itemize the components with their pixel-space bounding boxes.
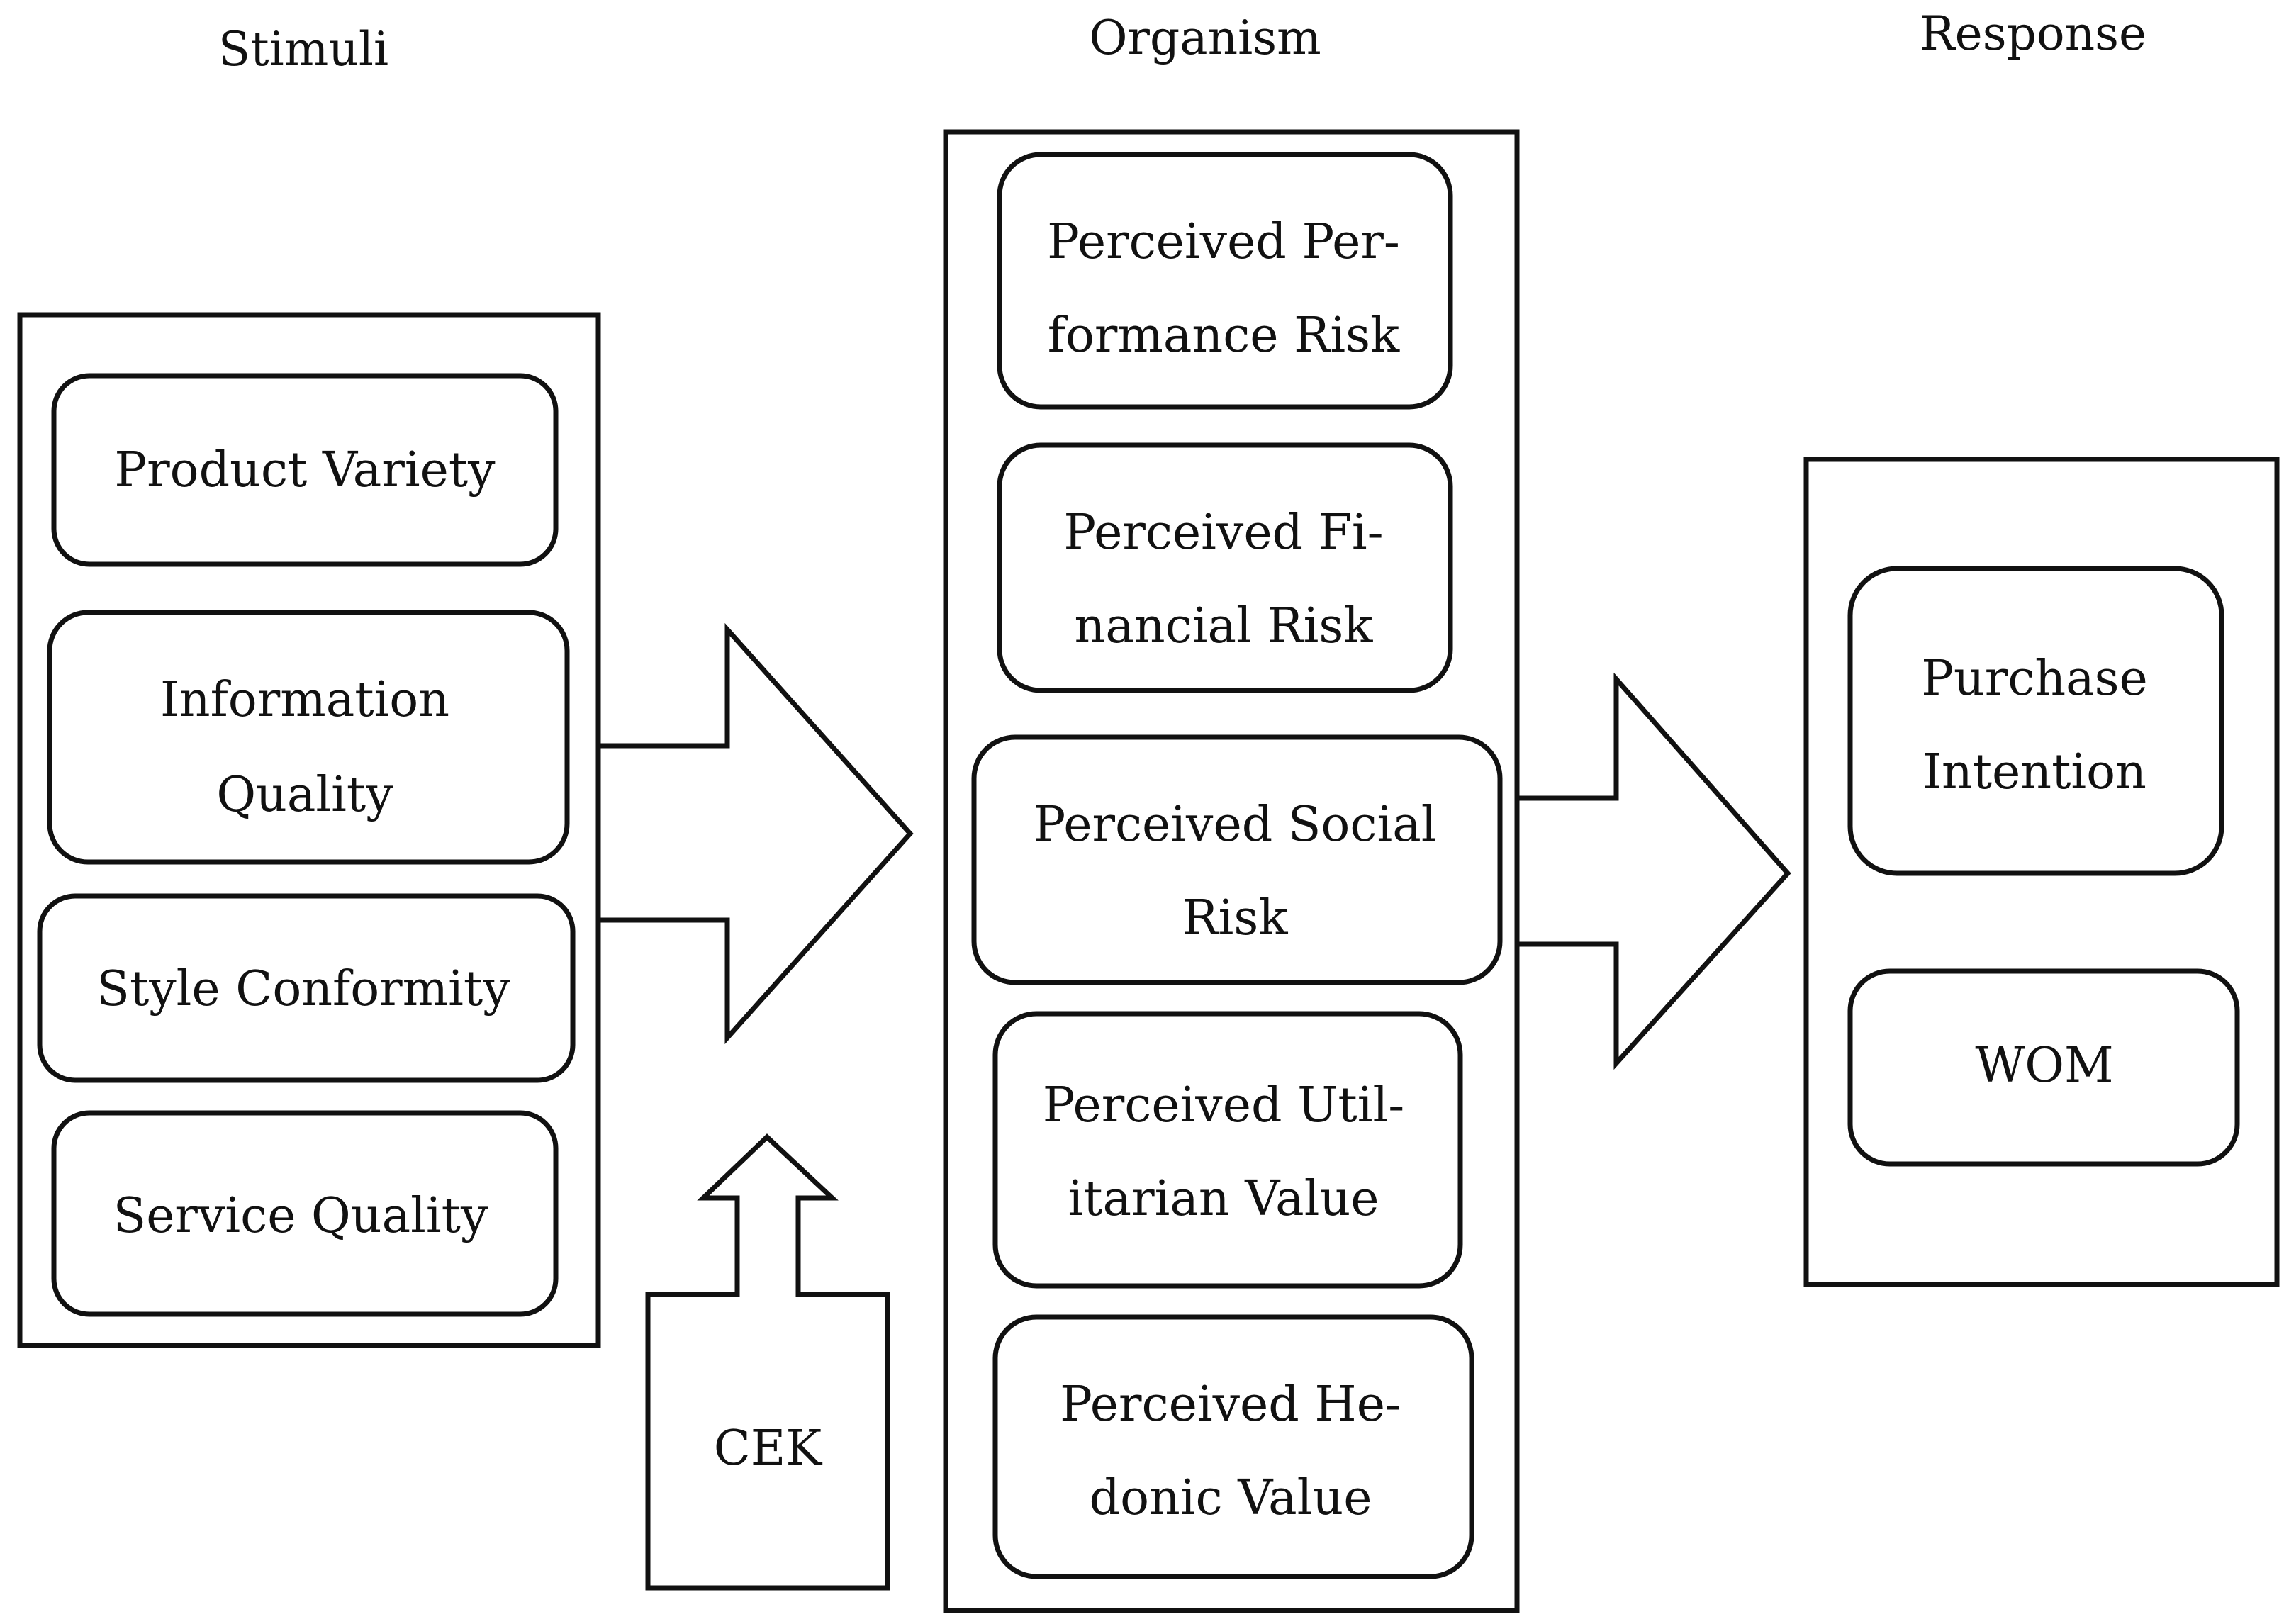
organism-box: [971, 734, 1503, 985]
organism-label: nancial Risk: [1075, 598, 1374, 654]
stimulus-label: Service Quality: [113, 1188, 488, 1244]
organism-label: Perceived Per-: [1047, 214, 1400, 270]
stimulus-product-variety: Product Variety: [51, 373, 559, 567]
response-label: Intention: [1922, 744, 2146, 800]
moderator-label: CEK: [714, 1421, 823, 1477]
stimulus-label: Product Variety: [114, 442, 496, 498]
organism-utilitarian-value: Perceived Util- itarian Value: [992, 1011, 1463, 1289]
response-purchase-intention: Purchase Intention: [1847, 566, 2224, 876]
stimulus-information-quality: Information Quality: [47, 610, 570, 865]
organism-performance-risk: Perceived Per- formance Risk: [997, 152, 1453, 410]
moderator-cek: CEK: [714, 1421, 823, 1477]
organism-social-risk: Perceived Social Risk: [971, 734, 1503, 985]
response-label: Purchase: [1921, 651, 2148, 707]
heading-organism: Organism: [1089, 11, 1321, 65]
organism-label: Perceived He-: [1060, 1377, 1401, 1433]
stimulus-label: Quality: [216, 767, 393, 823]
response-box: [1847, 968, 2240, 1167]
heading-response: Response: [1920, 6, 2146, 61]
organism-label: Risk: [1182, 890, 1288, 946]
stimulus-box: [51, 1110, 559, 1317]
moderator-cek-arrow: [645, 1133, 890, 1591]
response-wom: WOM: [1847, 968, 2240, 1167]
stimulus-label: Style Conformity: [96, 961, 510, 1017]
organism-label: itarian Value: [1068, 1171, 1379, 1227]
organism-box: [997, 152, 1453, 410]
stimulus-box: [37, 893, 576, 1083]
stimulus-box: [47, 610, 570, 865]
organism-box: [992, 1314, 1474, 1579]
stimulus-label: Information: [160, 672, 449, 728]
organism-box: [997, 442, 1453, 693]
response-box: [1847, 566, 2224, 876]
organism-label: Perceived Util-: [1043, 1077, 1404, 1133]
stimulus-service-quality: Service Quality: [51, 1110, 559, 1317]
organism-financial-risk: Perceived Fi- nancial Risk: [997, 442, 1453, 693]
heading-stimuli: Stimuli: [218, 22, 388, 77]
organism-to-response-arrow: [1513, 672, 1791, 1070]
organism-hedonic-value: Perceived He- donic Value: [992, 1314, 1474, 1579]
organism-box: [992, 1011, 1463, 1289]
organism-label: donic Value: [1090, 1470, 1372, 1526]
stimulus-style-conformity: Style Conformity: [37, 893, 576, 1083]
response-label: WOM: [1975, 1038, 2113, 1094]
stimulus-box: [51, 373, 559, 567]
organism-label: formance Risk: [1048, 308, 1400, 364]
stimuli-to-organism-arrow: [593, 622, 914, 1045]
organism-label: Perceived Social: [1034, 797, 1437, 853]
organism-label: Perceived Fi-: [1063, 505, 1383, 561]
